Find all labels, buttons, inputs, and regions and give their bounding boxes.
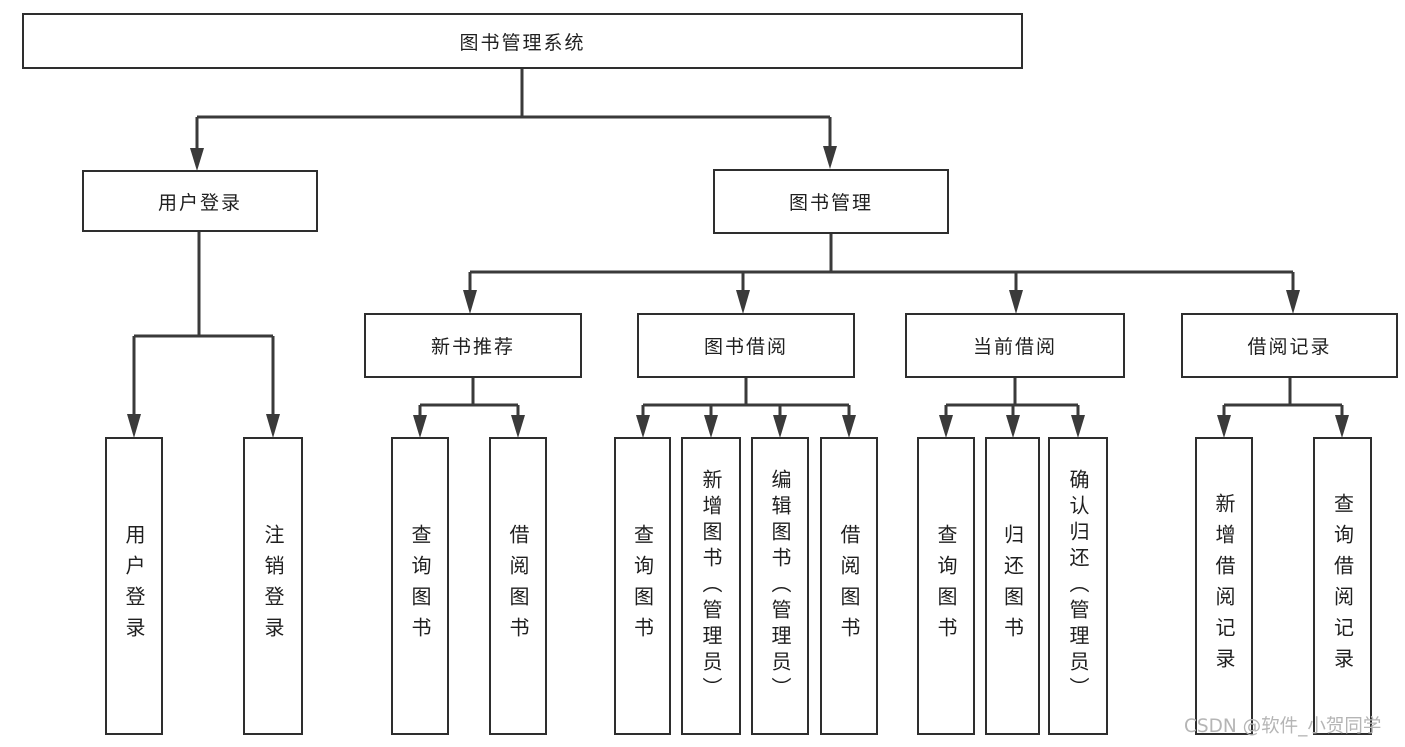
node-label: 当前借阅 [972, 336, 1057, 358]
node-leaf-borrow-book-1: 借阅图书 [489, 437, 547, 735]
node-leaf-add-borrow-record: 新增借阅记录 [1195, 437, 1253, 735]
watermark: CSDN @软件_小贺同学 [1184, 716, 1382, 737]
node-leaf-query-book-2: 查询图书 [614, 437, 671, 735]
node-leaf-query-borrow-record: 查询借阅记录 [1313, 437, 1372, 735]
node-label: 图书管理系统 [459, 31, 586, 54]
node-user-login: 用户登录 [82, 170, 318, 232]
edge-borrowrecords-to-leaves [1217, 378, 1349, 438]
node-label: 查询图书 [408, 524, 432, 648]
node-label: 归还图书 [1000, 524, 1025, 648]
node-leaf-query-book-1: 查询图书 [391, 437, 449, 735]
edge-currentborrow-to-leaves [939, 378, 1085, 438]
node-label: 用户登录 [157, 191, 242, 214]
node-label: 注销登录 [261, 524, 285, 648]
edge-bookborrow-to-leaves [636, 378, 856, 438]
node-leaf-logout: 注销登录 [243, 437, 303, 735]
node-label: 查询图书 [934, 524, 958, 648]
node-label: 查询图书 [630, 524, 655, 648]
node-leaf-return-book: 归还图书 [985, 437, 1040, 735]
node-label: 确认归还（管理员） [1066, 469, 1090, 703]
node-book-management: 图书管理 [713, 169, 949, 234]
node-leaf-query-book-3: 查询图书 [917, 437, 975, 735]
node-label: 图书管理 [788, 192, 873, 214]
node-leaf-user-login: 用户登录 [105, 437, 163, 735]
edge-userlogin-to-leaves [127, 232, 280, 438]
node-label: 图书借阅 [703, 336, 788, 358]
node-label: 编辑图书（管理员） [768, 469, 792, 703]
node-label: 用户登录 [122, 524, 146, 648]
node-borrow-records: 借阅记录 [1181, 313, 1398, 378]
node-label: 新增图书（管理员） [699, 469, 723, 703]
edge-newbook-to-leaves [413, 378, 525, 438]
node-label: 查询借阅记录 [1330, 493, 1355, 679]
node-library-system: 图书管理系统 [22, 13, 1023, 69]
node-label: 借阅记录 [1247, 336, 1332, 358]
node-book-borrow: 图书借阅 [637, 313, 855, 378]
node-label: 新书推荐 [430, 336, 515, 358]
node-label: 借阅图书 [506, 524, 530, 648]
node-current-borrow: 当前借阅 [905, 313, 1125, 378]
node-leaf-confirm-return-admin: 确认归还（管理员） [1048, 437, 1108, 735]
edge-root-to-level2 [190, 69, 837, 171]
edge-bookmgmt-to-level3 [463, 234, 1300, 314]
node-leaf-edit-book-admin: 编辑图书（管理员） [751, 437, 809, 735]
node-label: 新增借阅记录 [1212, 493, 1236, 679]
node-label: 借阅图书 [837, 524, 861, 648]
node-leaf-add-book-admin: 新增图书（管理员） [681, 437, 741, 735]
node-leaf-borrow-book-2: 借阅图书 [820, 437, 878, 735]
node-new-book-recommend: 新书推荐 [364, 313, 582, 378]
